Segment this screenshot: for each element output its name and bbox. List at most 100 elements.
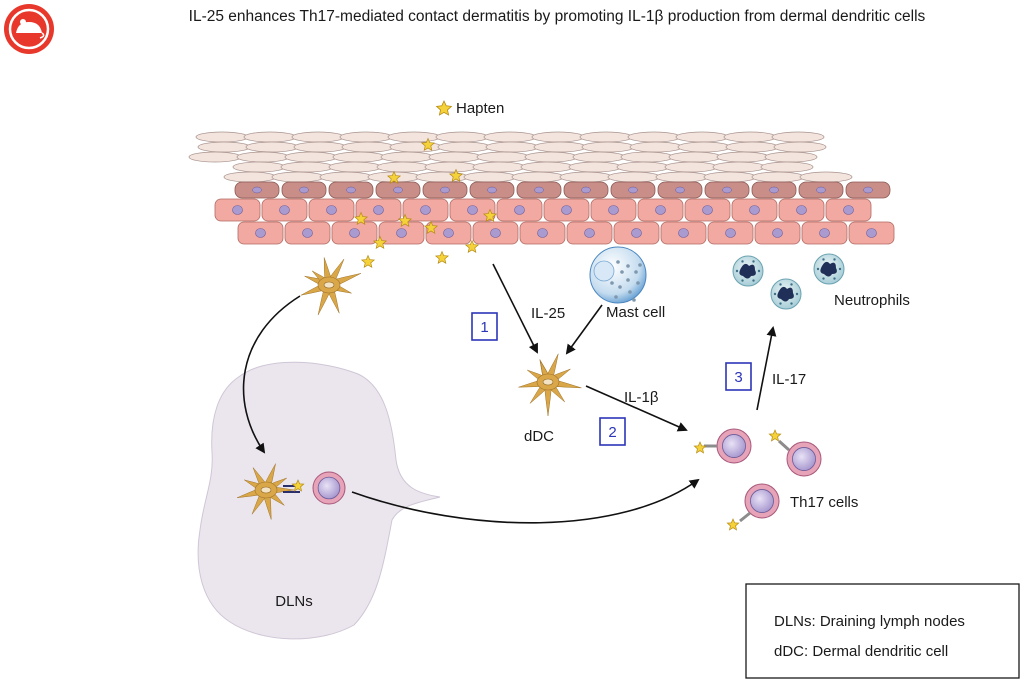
cell-nucleus bbox=[725, 228, 736, 238]
cell-nucleus bbox=[722, 186, 732, 194]
cornified-cell bbox=[197, 141, 251, 153]
neutrophil-nucleus bbox=[820, 261, 837, 277]
granule bbox=[741, 279, 744, 282]
cornified-cell bbox=[483, 131, 537, 143]
cornified-cell bbox=[751, 171, 805, 183]
svg-text:3: 3 bbox=[734, 369, 742, 386]
cell-nucleus bbox=[819, 228, 830, 238]
t-cell-nucleus bbox=[750, 489, 774, 513]
star-icon bbox=[448, 168, 464, 183]
dlns-label: DLNs bbox=[275, 593, 313, 610]
star-icon bbox=[464, 239, 480, 254]
granule bbox=[752, 279, 755, 282]
cell-nucleus bbox=[581, 186, 591, 194]
cell-nucleus bbox=[534, 186, 544, 194]
granular-layer bbox=[234, 181, 891, 199]
cornified-cell bbox=[668, 151, 722, 163]
granule bbox=[614, 295, 618, 299]
cornified-cell bbox=[675, 131, 729, 143]
cornified-cell bbox=[620, 151, 674, 163]
cornified-cell bbox=[284, 151, 338, 163]
cornified-cell bbox=[476, 151, 530, 163]
star-icon bbox=[435, 100, 453, 116]
cell-nucleus bbox=[608, 205, 619, 215]
cornified-cell bbox=[511, 171, 565, 183]
il25-label: IL-25 bbox=[531, 305, 565, 322]
granule bbox=[790, 302, 793, 305]
legend-line-1: DLNs: Draining lymph nodes bbox=[774, 613, 965, 630]
cornified-cell bbox=[472, 161, 526, 173]
granule bbox=[626, 264, 630, 268]
cell-nucleus bbox=[542, 378, 554, 386]
cell-nucleus bbox=[443, 228, 454, 238]
t-cell-nucleus bbox=[317, 476, 341, 500]
cornified-cell bbox=[428, 151, 482, 163]
neutrophils-label: Neutrophils bbox=[834, 292, 910, 309]
hapten-label: Hapten bbox=[456, 100, 504, 117]
granule bbox=[636, 281, 640, 285]
cell-nucleus bbox=[702, 205, 713, 215]
mast-cell-label: Mast cell bbox=[606, 304, 665, 321]
cornified-cell bbox=[533, 141, 587, 153]
cell-nucleus bbox=[299, 186, 309, 194]
cornified-cell bbox=[764, 151, 818, 163]
arrow-il17 bbox=[756, 326, 777, 411]
cornified-cell bbox=[572, 151, 626, 163]
star-icon bbox=[291, 479, 305, 492]
cornified-cell bbox=[655, 171, 709, 183]
cell-nucleus bbox=[440, 186, 450, 194]
cornified-cell bbox=[387, 131, 441, 143]
cornified-cell bbox=[520, 161, 574, 173]
granule bbox=[735, 269, 739, 273]
cell-nucleus bbox=[323, 281, 335, 289]
page-title: IL-25 enhances Th17-mediated contact der… bbox=[189, 8, 926, 25]
cornified-cell bbox=[579, 131, 633, 143]
cell-nucleus bbox=[561, 205, 572, 215]
th17-cells-label: Th17 cells bbox=[790, 494, 858, 511]
cornified-cell bbox=[376, 161, 430, 173]
cornified-cell bbox=[568, 161, 622, 173]
star-icon bbox=[423, 220, 439, 235]
cell-nucleus bbox=[255, 228, 266, 238]
granule bbox=[790, 283, 793, 286]
cornified-cell bbox=[319, 171, 373, 183]
star-icon bbox=[693, 441, 707, 454]
cell-nucleus bbox=[302, 228, 313, 238]
cell-nucleus bbox=[420, 205, 431, 215]
cornified-cell bbox=[280, 161, 334, 173]
mouse-logo-icon bbox=[4, 4, 54, 54]
ddc-label: dDC bbox=[524, 428, 554, 445]
cornified-cell bbox=[703, 171, 757, 183]
dendritic-cell-epidermis bbox=[300, 257, 362, 316]
cornified-cell bbox=[629, 141, 683, 153]
cornified-cell bbox=[339, 131, 393, 143]
cell-nucleus bbox=[863, 186, 873, 194]
cell-nucleus bbox=[631, 228, 642, 238]
granule bbox=[741, 260, 744, 263]
cornified-cell bbox=[188, 151, 242, 163]
cornified-cell bbox=[771, 131, 825, 143]
cell-nucleus bbox=[816, 186, 826, 194]
cornified-cell bbox=[725, 141, 779, 153]
step-1-box: 1 bbox=[471, 312, 498, 341]
cornified-cell bbox=[332, 151, 386, 163]
cell-nucleus bbox=[843, 205, 854, 215]
cornified-cell bbox=[293, 141, 347, 153]
granule bbox=[773, 292, 777, 296]
cornified-cell bbox=[712, 161, 766, 173]
cornified-cell bbox=[607, 171, 661, 183]
star-icon bbox=[434, 250, 450, 265]
neutrophil-nucleus bbox=[739, 263, 756, 279]
granule bbox=[620, 270, 624, 274]
cell-nucleus bbox=[749, 205, 760, 215]
granule bbox=[632, 298, 636, 302]
cell-nucleus bbox=[487, 186, 497, 194]
legend-line-2: dDC: Dermal dendritic cell bbox=[774, 643, 948, 660]
arrow-lymph-node-to-th17 bbox=[351, 478, 700, 524]
cornified-cell bbox=[485, 141, 539, 153]
granule bbox=[628, 290, 632, 294]
cornified-cell bbox=[524, 151, 578, 163]
cornified-cell bbox=[581, 141, 635, 153]
granule bbox=[833, 258, 836, 261]
cornified-cell bbox=[716, 151, 770, 163]
